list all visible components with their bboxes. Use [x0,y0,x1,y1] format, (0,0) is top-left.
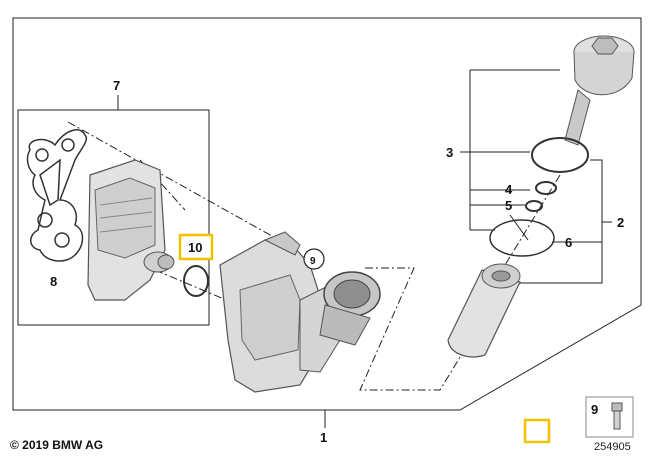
o-ring-part-4 [535,181,557,195]
callout-4[interactable]: 4 [505,182,513,197]
callout-7[interactable]: 7 [113,78,120,93]
gasket-group-box [17,109,210,326]
diagram-number: 254905 [594,441,631,453]
copyright-text: © 2019 BMW AG [10,438,103,452]
o-ring-part-5 [525,200,543,212]
inset-callout-9[interactable]: 9 [591,402,598,417]
highlight-box-10[interactable] [178,233,214,261]
callout-3[interactable]: 3 [446,145,453,160]
o-ring-part-10 [183,265,209,297]
assembly-boundary [12,17,642,411]
callout-9-circle[interactable] [303,248,325,270]
seal-ring-part-3 [531,137,589,173]
callout-6[interactable]: 6 [565,235,572,250]
callout-9-label[interactable]: 9 [310,256,316,267]
callout-2[interactable]: 2 [617,215,624,230]
oil-cooler-part [87,159,175,301]
callout-5[interactable]: 5 [505,198,512,213]
filter-element-part [447,263,521,358]
seal-ring-part-6 [489,219,555,257]
inset-part-9-box [585,396,634,438]
filter-housing-part [219,231,381,393]
bolt-icon [611,402,623,430]
leader-lines [117,69,612,428]
callout-10[interactable]: 10 [188,240,202,255]
callout-1[interactable]: 1 [320,430,327,445]
callout-8[interactable]: 8 [50,274,57,289]
highlight-box-empty[interactable] [523,418,551,444]
gasket-part [26,129,87,262]
filter-cap-part [564,35,635,146]
